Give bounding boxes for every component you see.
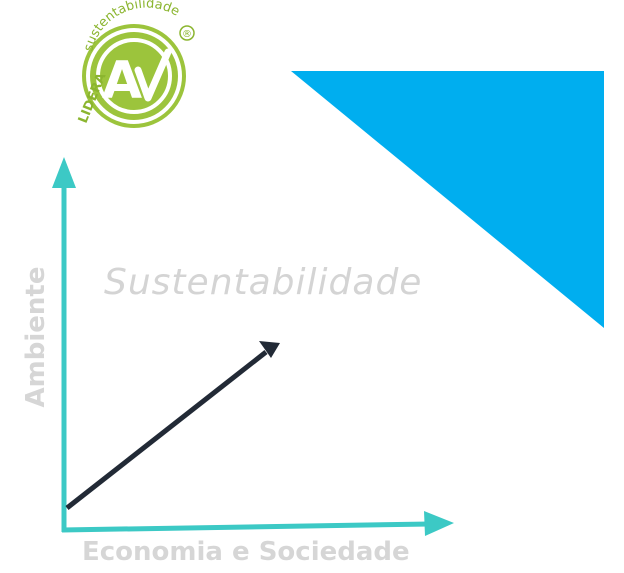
growth-arrow-line — [65, 350, 268, 510]
growth-arrowhead — [259, 341, 280, 358]
y-axis-arrowhead — [52, 157, 76, 188]
logo-outer-ring — [82, 24, 186, 128]
x-axis-label: Economia e Sociedade — [82, 537, 410, 567]
registered-mark: ® — [182, 29, 192, 40]
logo-inner-ring — [96, 38, 172, 114]
logo-check-mark — [134, 48, 172, 102]
blue-triangle — [291, 71, 604, 328]
x-axis-arrowhead — [424, 511, 454, 536]
y-axis-label: Ambiente — [21, 266, 51, 408]
logo-monogram: A — [102, 51, 142, 111]
logo-disc — [90, 32, 178, 120]
lidera-logo: sustentabilidade LIDERA A ® — [76, 0, 195, 128]
registered-mark-ring — [179, 25, 195, 41]
x-axis-line — [61, 521, 431, 533]
sustainability-label: Sustentabilidade — [104, 262, 423, 303]
